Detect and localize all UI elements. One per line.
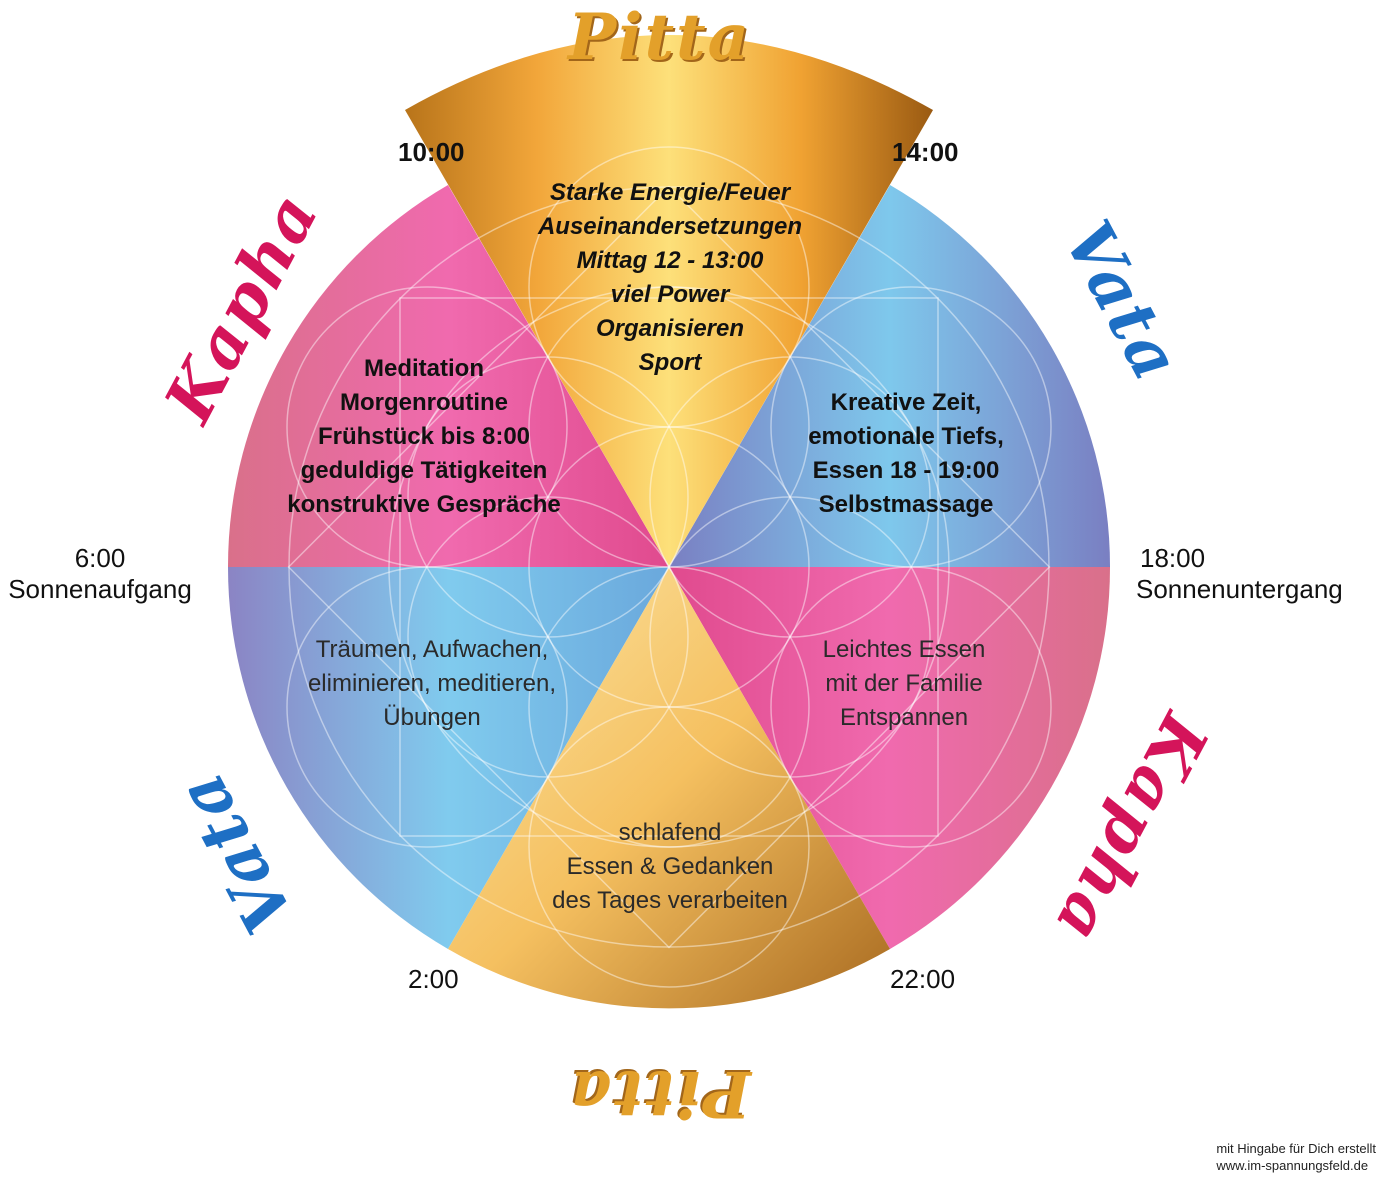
kapha-morning-text: Meditation Morgenroutine Frühstück bis 8… xyxy=(244,352,604,522)
pitta-day-text: Starke Energie/Feuer Auseinandersetzunge… xyxy=(470,176,870,380)
pitta-day-line: Organisieren xyxy=(595,315,745,342)
credit-line: mit Hingabe für Dich erstellt xyxy=(1216,1141,1376,1156)
vata-afternoon-segment xyxy=(669,185,1111,567)
pitta-day-line: Auseinandersetzungen xyxy=(537,213,803,240)
pitta-day-line: Starke Energie/Feuer xyxy=(549,179,791,206)
flower-pattern xyxy=(286,146,1052,988)
kapha-morning-line: konstruktive Gespräche xyxy=(287,491,561,518)
pitta-day-line: Mittag 12 - 13:00 xyxy=(576,247,764,274)
vata-early-text: Träumen, Aufwachen, eliminieren, meditie… xyxy=(262,633,602,735)
time-6: 6:00 xyxy=(74,543,126,573)
kapha-evening-text: Leichtes Essen mit der Familie Entspanne… xyxy=(764,633,1044,735)
kapha-morning-segment xyxy=(227,185,669,567)
kapha-morning-line: geduldige Tätigkeiten xyxy=(300,457,548,484)
kapha-evening-line: Entspannen xyxy=(839,704,969,731)
vata-afternoon-line: Essen 18 - 19:00 xyxy=(812,457,1000,484)
vata-afternoon-line: Selbstmassage xyxy=(818,491,994,518)
pitta-night-text: schlafend Essen & Gedanken des Tages ver… xyxy=(510,816,830,918)
pitta-day-line: Sport xyxy=(638,349,702,376)
time-18-block: 18:00 Sonnenuntergang xyxy=(1136,543,1364,605)
time-22: 22:00 xyxy=(890,964,956,994)
time-18: 18:00 xyxy=(1140,543,1206,573)
vata-afternoon-line: emotionale Tiefs, xyxy=(808,423,1004,450)
time-10: 10:00 xyxy=(398,137,465,167)
kapha-evening-line: Leichtes Essen xyxy=(822,636,986,663)
pitta-bottom-label: Pitta xyxy=(568,1056,752,1131)
vata-early-line: eliminieren, meditieren, xyxy=(307,670,557,697)
kapha-morning-line: Morgenroutine xyxy=(340,389,508,416)
kapha-evening-segment xyxy=(669,567,1111,949)
pitta-night-line: des Tages verarbeiten xyxy=(552,887,788,914)
pitta-night-line: Essen & Gedanken xyxy=(566,853,774,880)
pitta-top-label: Pitta xyxy=(568,0,752,75)
kapha-evening-line: mit der Familie xyxy=(825,670,983,697)
pitta-night-segment xyxy=(448,567,890,1009)
vata-early-line: Träumen, Aufwachen, xyxy=(315,636,549,663)
pitta-day-segment xyxy=(405,35,933,567)
time-14: 14:00 xyxy=(892,137,959,167)
sunrise-label: Sonnenaufgang xyxy=(8,574,192,604)
vata-early-segment xyxy=(227,567,669,949)
vata-afternoon-text: Kreative Zeit, emotionale Tiefs, Essen 1… xyxy=(746,386,1066,522)
credit-note: mit Hingabe für Dich erstellt www.im-spa… xyxy=(1216,1140,1376,1174)
vata-afternoon-line: Kreative Zeit, xyxy=(830,389,982,416)
kapha-morning-line: Frühstück bis 8:00 xyxy=(317,423,531,450)
time-6-block: 6:00 Sonnenaufgang xyxy=(0,543,200,605)
pitta-day-line: viel Power xyxy=(610,281,730,308)
sunset-label: Sonnenuntergang xyxy=(1136,574,1343,604)
vata-early-line: Übungen xyxy=(383,704,481,731)
kapha-morning-line: Meditation xyxy=(364,355,484,382)
credit-url: www.im-spannungsfeld.de xyxy=(1216,1158,1369,1173)
pitta-night-line: schlafend xyxy=(618,819,722,846)
time-2: 2:00 xyxy=(408,964,459,994)
